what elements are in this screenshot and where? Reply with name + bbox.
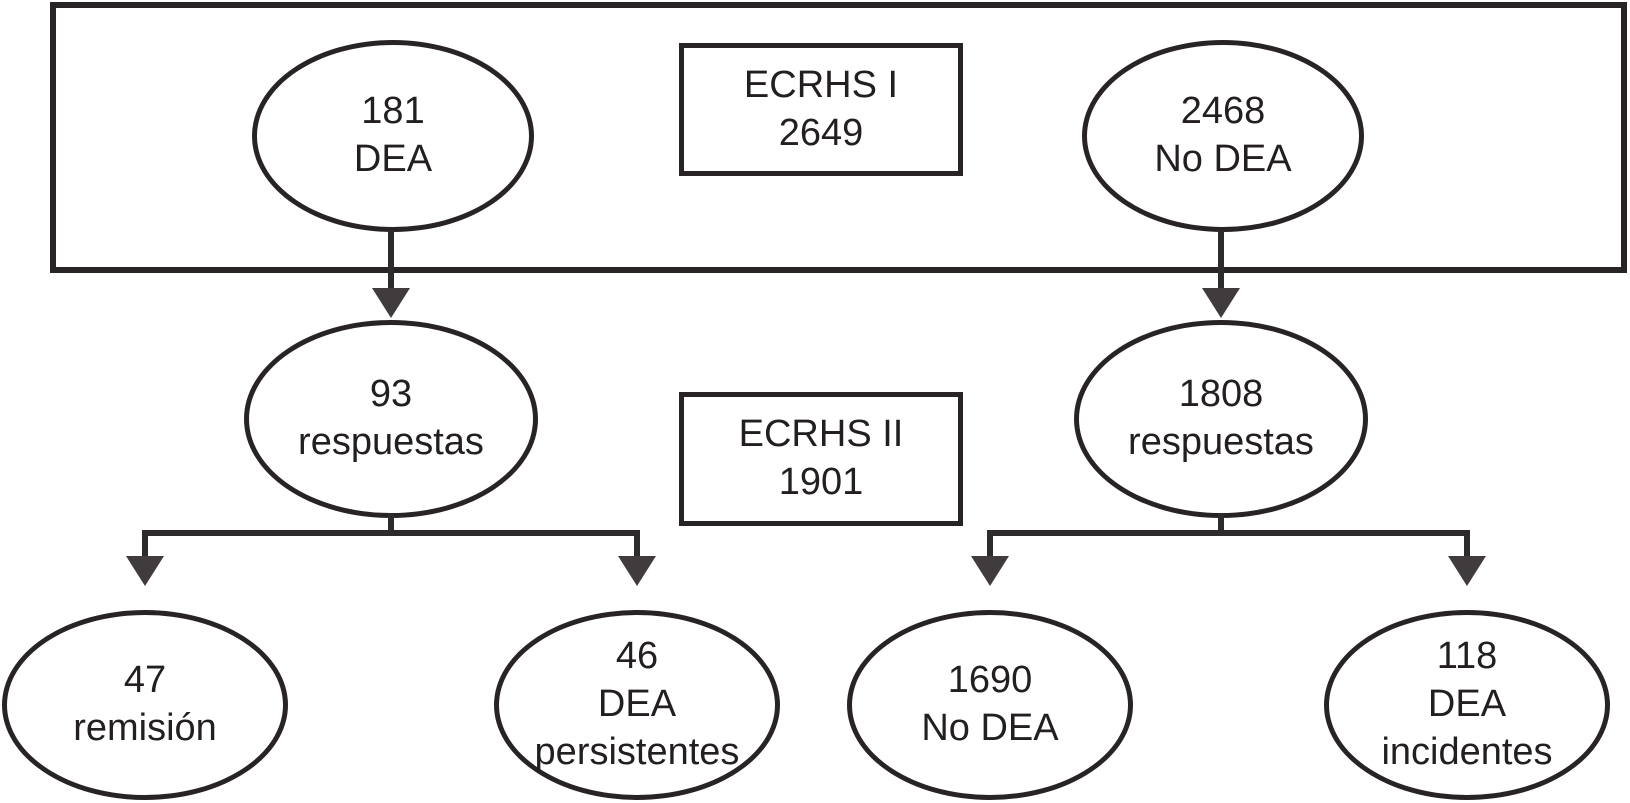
node-label: respuestas xyxy=(298,421,484,463)
node-value: 1808 xyxy=(1178,373,1264,416)
connector-93-to-46 xyxy=(634,533,640,558)
node-label: ECRHS II xyxy=(738,413,904,456)
node-value: 181 xyxy=(361,90,425,133)
connector-181-to-93 xyxy=(388,230,394,290)
node-label: No DEA xyxy=(1154,138,1292,180)
branch-line-left xyxy=(142,530,640,536)
node-label: No DEA xyxy=(921,707,1059,749)
node-2468-no-dea: 2468 No DEA xyxy=(1082,40,1364,232)
node-label: ECRHS I xyxy=(743,63,899,106)
branch-line-right xyxy=(987,530,1470,536)
arrow-down-icon xyxy=(1448,556,1486,586)
node-value: 2649 xyxy=(778,111,864,154)
node-label: remisión xyxy=(73,707,217,749)
connector-1808-stub xyxy=(1218,513,1224,533)
node-value: 47 xyxy=(123,659,167,702)
arrow-down-icon xyxy=(1202,288,1240,318)
node-1808-respuestas: 1808 respuestas xyxy=(1074,320,1368,518)
node-value: 93 xyxy=(369,373,413,416)
arrow-down-icon xyxy=(971,556,1009,586)
node-label: DEA xyxy=(1427,683,1507,726)
node-label: persistentes xyxy=(534,730,740,773)
node-118-dea-incidentes: 118 DEA incidentes xyxy=(1324,610,1610,800)
arrow-down-icon xyxy=(126,556,164,586)
node-ecrhs-i: ECRHS I 2649 xyxy=(679,43,963,176)
node-1690-no-dea: 1690 No DEA xyxy=(847,610,1133,800)
node-value: 1690 xyxy=(947,659,1033,702)
connector-93-to-47 xyxy=(142,533,148,558)
node-label: DEA xyxy=(353,138,433,180)
ecrhs1-enclosing-rect xyxy=(50,2,1627,273)
node-ecrhs-ii: ECRHS II 1901 xyxy=(679,392,963,526)
node-value: 1901 xyxy=(778,461,864,503)
arrow-down-icon xyxy=(372,288,410,318)
node-93-respuestas: 93 respuestas xyxy=(244,320,538,518)
connector-93-stub xyxy=(388,513,394,533)
node-value: 2468 xyxy=(1180,90,1266,133)
node-47-remision: 47 remisión xyxy=(2,610,288,800)
node-label: DEA xyxy=(597,683,677,726)
connector-2468-to-1808 xyxy=(1218,230,1224,290)
connector-1808-to-118 xyxy=(1464,533,1470,558)
node-46-dea-persistentes: 46 DEA persistentes xyxy=(494,610,780,800)
node-label: incidentes xyxy=(1381,730,1553,773)
node-181-dea: 181 DEA xyxy=(252,40,534,232)
node-value: 46 xyxy=(615,635,659,678)
connector-1808-to-1690 xyxy=(987,533,993,558)
node-value: 118 xyxy=(1436,635,1498,678)
node-label: respuestas xyxy=(1128,421,1314,463)
arrow-down-icon xyxy=(618,556,656,586)
